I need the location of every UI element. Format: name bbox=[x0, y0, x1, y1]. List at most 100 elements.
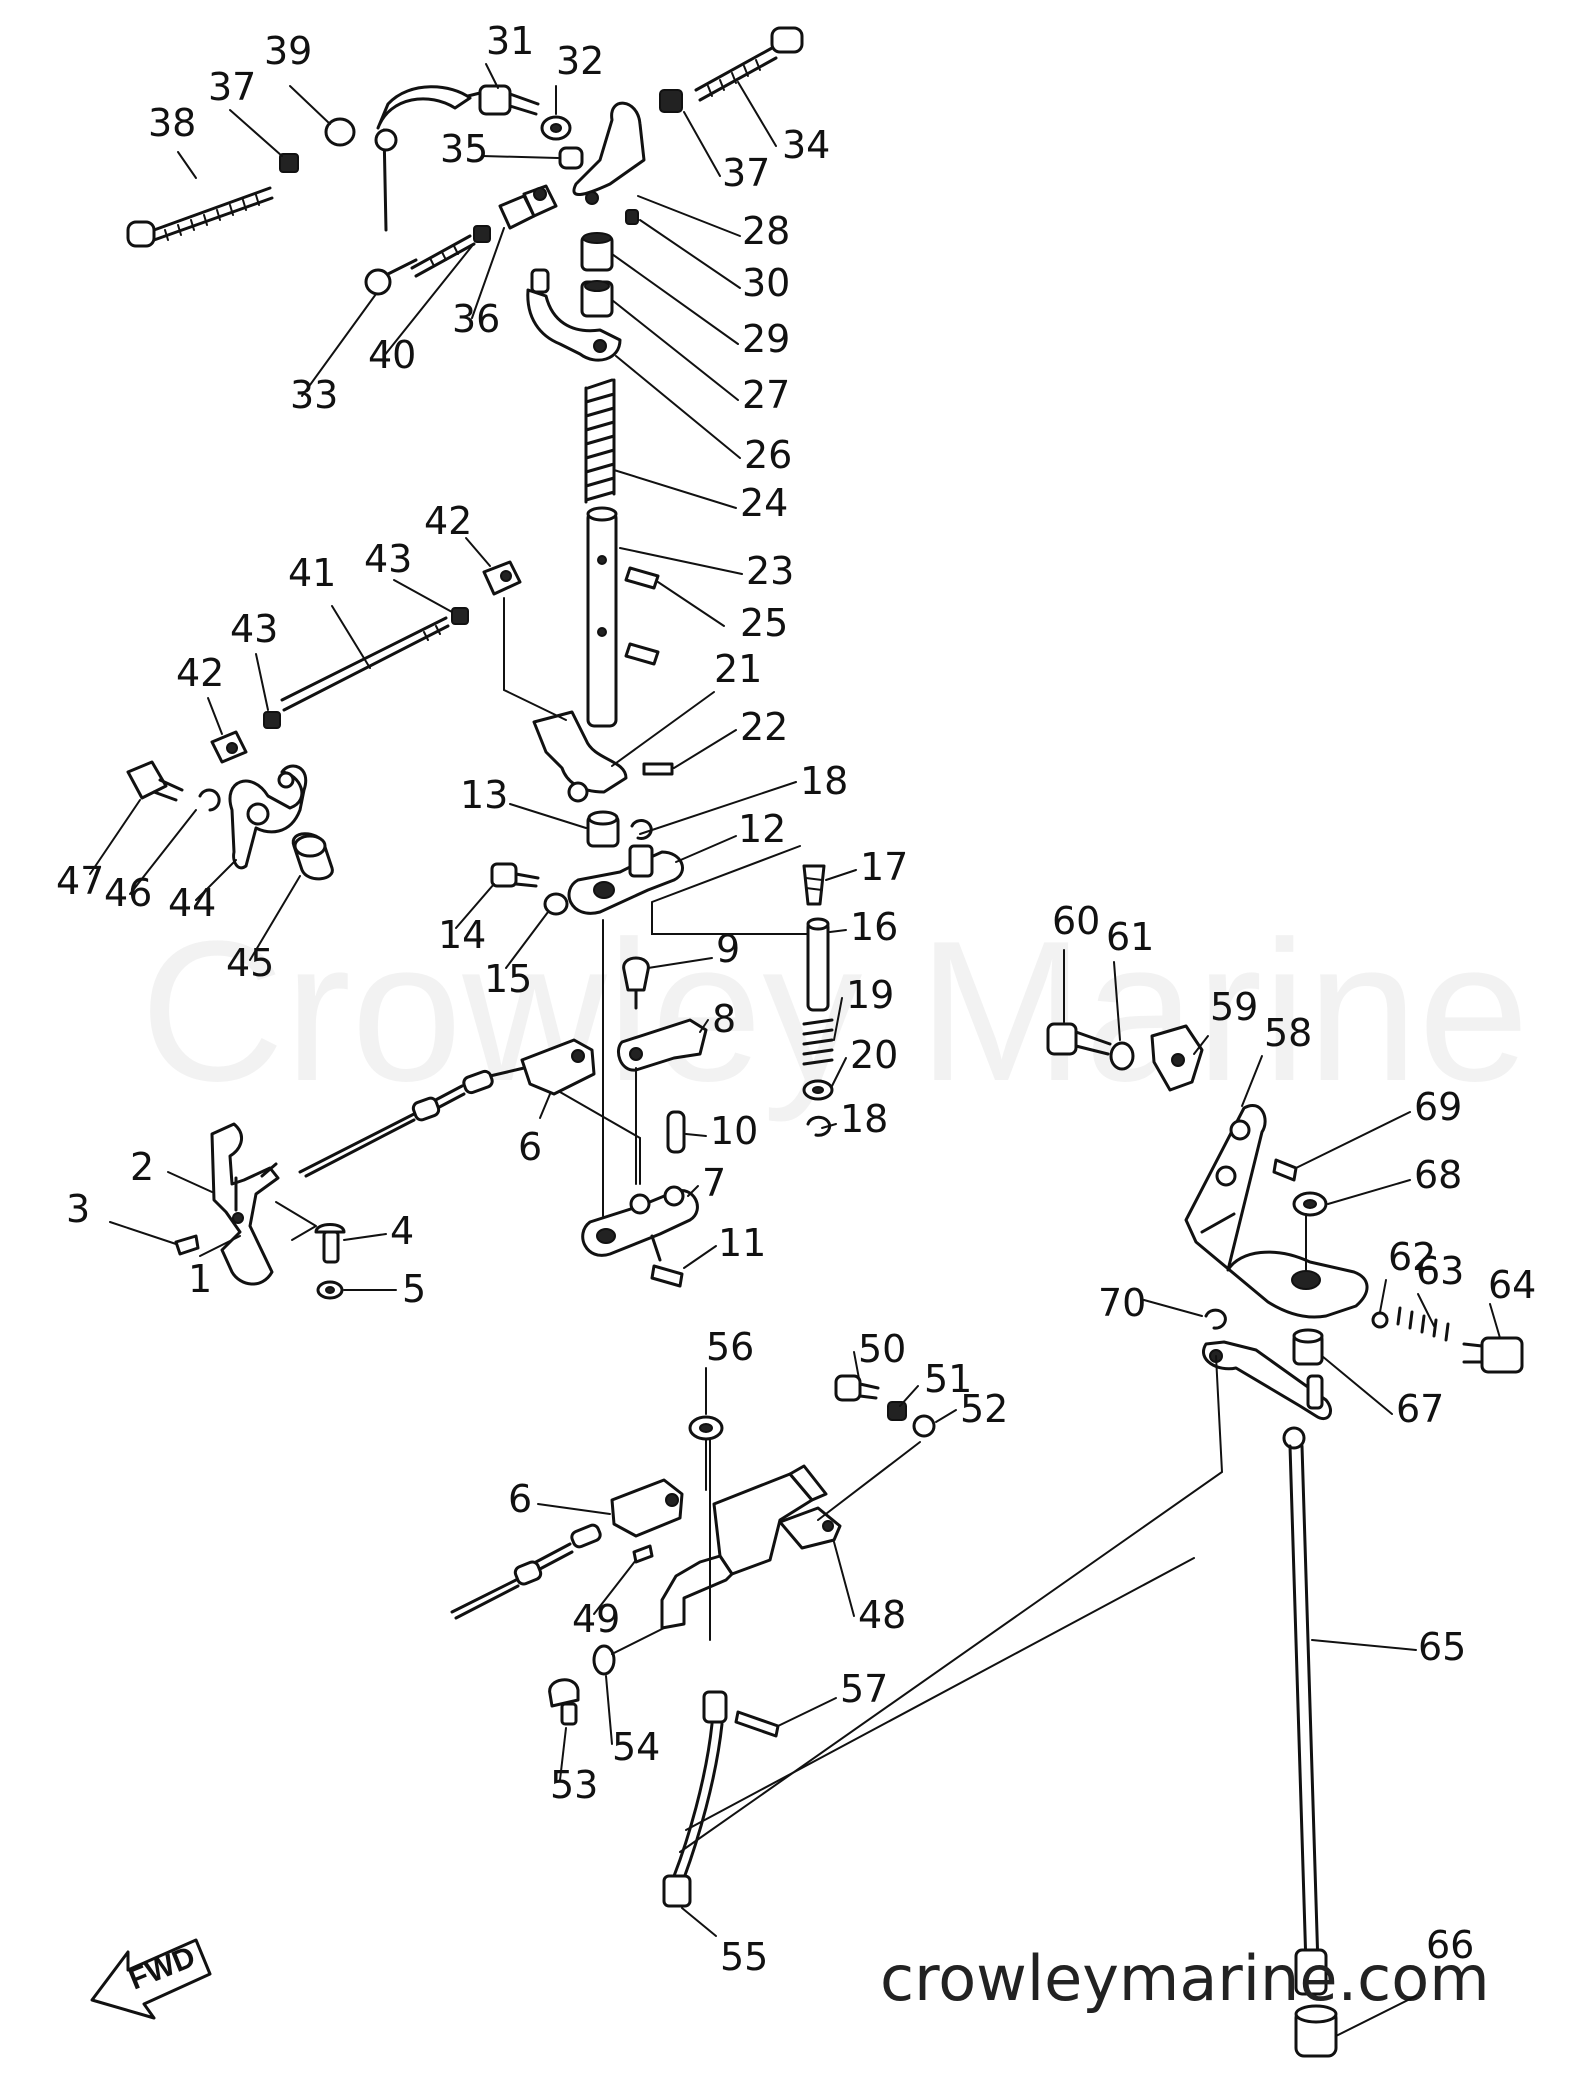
bracket-1-2 bbox=[210, 1122, 317, 1286]
leader-line bbox=[619, 547, 743, 575]
collar-45 bbox=[291, 832, 334, 881]
callout-label: 30 bbox=[742, 261, 790, 305]
leader-line bbox=[255, 653, 269, 711]
rod-assembly-right bbox=[802, 864, 834, 1137]
leader-line bbox=[559, 1727, 567, 1781]
bolt-50 bbox=[834, 1374, 880, 1402]
callout-label: 4 bbox=[390, 1209, 414, 1253]
leader-line bbox=[825, 869, 857, 881]
callout-label: 55 bbox=[720, 1935, 768, 1979]
washer-52 bbox=[912, 1414, 936, 1438]
pin-35 bbox=[558, 146, 584, 170]
spring-63 bbox=[1396, 1306, 1450, 1342]
leader-line bbox=[613, 469, 737, 509]
leader-line bbox=[683, 1245, 717, 1269]
nut-43-upper bbox=[451, 607, 469, 625]
washer-54 bbox=[592, 1644, 616, 1676]
leader-line bbox=[1335, 1995, 1417, 2037]
shaft-23 bbox=[586, 510, 618, 728]
throttle-cable bbox=[298, 1066, 526, 1178]
bolt-60 bbox=[1046, 1022, 1112, 1056]
guide-line-6 bbox=[559, 1091, 641, 1185]
leader-line bbox=[833, 1541, 855, 1617]
leader-line bbox=[777, 1697, 837, 1727]
callout-label: 44 bbox=[168, 881, 216, 925]
rod-55 bbox=[662, 1690, 728, 1908]
leader-line bbox=[615, 355, 741, 459]
leader-line bbox=[471, 227, 505, 319]
leader-line bbox=[465, 537, 491, 567]
leader-line bbox=[829, 929, 847, 933]
callout-label: 21 bbox=[714, 647, 762, 691]
guide-line-12 bbox=[651, 845, 811, 935]
bushing-29 bbox=[580, 232, 614, 272]
callout-label: 7 bbox=[702, 1161, 726, 1205]
callout-label: 69 bbox=[1414, 1085, 1462, 1129]
leader-line bbox=[1241, 1055, 1263, 1107]
leader-line bbox=[505, 911, 549, 969]
callout-label: 12 bbox=[738, 807, 786, 851]
callout-label: 61 bbox=[1106, 915, 1154, 959]
leader-line bbox=[685, 1133, 707, 1137]
callout-label: 62 bbox=[1388, 1235, 1436, 1279]
callout-label: 38 bbox=[148, 101, 196, 145]
clip-18-top bbox=[630, 819, 653, 840]
callout-label: 57 bbox=[840, 1667, 888, 1711]
leader-line bbox=[833, 997, 843, 1041]
lever-7 bbox=[581, 1185, 699, 1262]
arm-26 bbox=[526, 268, 622, 362]
watermark: Crowley Marine bbox=[140, 900, 1529, 1123]
leader-line bbox=[935, 1409, 957, 1423]
callout-label: 22 bbox=[740, 705, 788, 749]
shift-cable bbox=[450, 1523, 602, 1620]
shift-bracket-48 bbox=[660, 1464, 842, 1630]
clip-46 bbox=[198, 788, 221, 812]
leader-line bbox=[455, 883, 495, 929]
joint-6-upper bbox=[520, 1038, 596, 1096]
callout-label: 49 bbox=[572, 1597, 620, 1641]
plug-64 bbox=[1462, 1336, 1524, 1374]
callout-label: 47 bbox=[56, 859, 104, 903]
lever-12 bbox=[567, 844, 684, 915]
leader-line bbox=[899, 1385, 919, 1407]
pins-25 bbox=[624, 566, 660, 666]
callout-label: 58 bbox=[1264, 1011, 1312, 1055]
pin-22 bbox=[642, 762, 674, 776]
leader-line bbox=[249, 875, 301, 961]
callout-label: 43 bbox=[230, 607, 278, 651]
callout-label: 56 bbox=[706, 1325, 754, 1369]
leader-line bbox=[1311, 1639, 1417, 1651]
callout-label: 39 bbox=[264, 29, 312, 73]
pin-57 bbox=[734, 1710, 780, 1738]
callout-label: 8 bbox=[712, 997, 736, 1041]
leader-line bbox=[675, 835, 737, 863]
collar-67 bbox=[1292, 1328, 1324, 1366]
leader-line bbox=[109, 1221, 177, 1245]
callout-label: 32 bbox=[556, 39, 604, 83]
callout-label: 6 bbox=[518, 1125, 542, 1169]
leader-line bbox=[481, 155, 559, 159]
leader-line bbox=[301, 293, 377, 397]
leader-line bbox=[1327, 1179, 1411, 1205]
leader-line bbox=[1417, 1293, 1435, 1327]
callout-label: 13 bbox=[460, 773, 508, 817]
bushing-27 bbox=[580, 280, 614, 318]
nut-37-right bbox=[659, 89, 683, 113]
callout-label: 34 bbox=[782, 123, 830, 167]
callout-label: 5 bbox=[402, 1267, 426, 1311]
callout-label: 24 bbox=[740, 481, 788, 525]
callout-label: 10 bbox=[710, 1109, 758, 1153]
callout-label: 65 bbox=[1418, 1625, 1466, 1669]
leader-line bbox=[229, 109, 283, 157]
leader-line bbox=[639, 219, 741, 289]
rod-40 bbox=[410, 225, 491, 278]
callout-label: 70 bbox=[1098, 1281, 1146, 1325]
leader-line bbox=[129, 809, 197, 895]
leader-line bbox=[343, 1233, 387, 1241]
washer-15 bbox=[543, 892, 569, 916]
lower-center-assembly bbox=[450, 1355, 1224, 1908]
callout-label: 16 bbox=[850, 905, 898, 949]
fwd-direction-badge: FWD bbox=[90, 1938, 212, 2020]
